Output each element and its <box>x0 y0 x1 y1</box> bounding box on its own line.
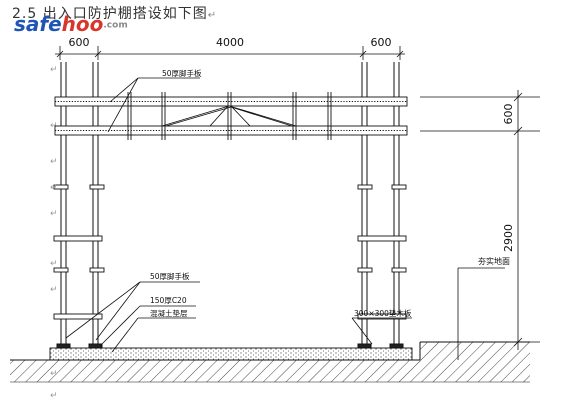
dim-left-span: 600 <box>69 36 90 49</box>
canopy-short-posts <box>127 92 332 140</box>
svg-text:↵: ↵ <box>50 259 58 269</box>
top-plank-leader <box>107 77 200 133</box>
svg-text:↵: ↵ <box>50 369 58 379</box>
svg-text:↵: ↵ <box>50 183 58 193</box>
dim-middle-span: 4000 <box>216 36 244 49</box>
svg-text:↵: ↵ <box>50 65 58 75</box>
svg-text:↵: ↵ <box>50 285 58 295</box>
heading-text: 2.5 出入口防护棚搭设如下图 <box>12 6 208 22</box>
watermark-part-b: hoo <box>61 12 104 36</box>
svg-text:↵: ↵ <box>50 121 58 131</box>
bottom-leaders <box>65 281 412 353</box>
concrete-bed <box>49 347 413 361</box>
scaffold-posts <box>60 62 400 346</box>
label-concrete: 150厚C20 <box>150 296 187 305</box>
watermark-part-a: safe <box>14 12 62 36</box>
canopy-truss <box>161 105 297 127</box>
right-dimension-line <box>420 90 540 350</box>
svg-text:↵: ↵ <box>50 157 58 167</box>
label-top-plank: 50厚脚手板 <box>162 68 202 78</box>
svg-text:↵: ↵ <box>50 391 58 401</box>
section-heading: 2.5 出入口防护棚搭设如下图↵ <box>12 3 217 23</box>
watermark-logo: safehoo.com <box>14 14 128 36</box>
dim-right-span: 600 <box>371 36 392 49</box>
base-plates <box>56 343 404 349</box>
label-mid-plank: 50厚脚手板 <box>150 271 190 281</box>
dim-top-layer-height: 600 <box>502 104 515 125</box>
return-mark: ↵ <box>207 10 218 21</box>
ground-marker <box>457 267 505 360</box>
label-ground: 夯实地面 <box>478 256 510 266</box>
ground-hatch <box>10 341 530 383</box>
watermark-part-c: .com <box>103 20 128 31</box>
paragraph-marks: ↵ ↵ ↵ ↵ ↵ ↵ ↵ ↵ ↵ <box>50 65 58 401</box>
top-dimension-line <box>55 46 405 60</box>
svg-text:↵: ↵ <box>50 209 58 219</box>
post-couplers <box>53 184 407 320</box>
label-concrete-note: 混凝土垫层 <box>150 308 188 318</box>
dim-column-height: 2900 <box>502 224 515 252</box>
label-pad: 300×300垫木板 <box>354 308 412 318</box>
